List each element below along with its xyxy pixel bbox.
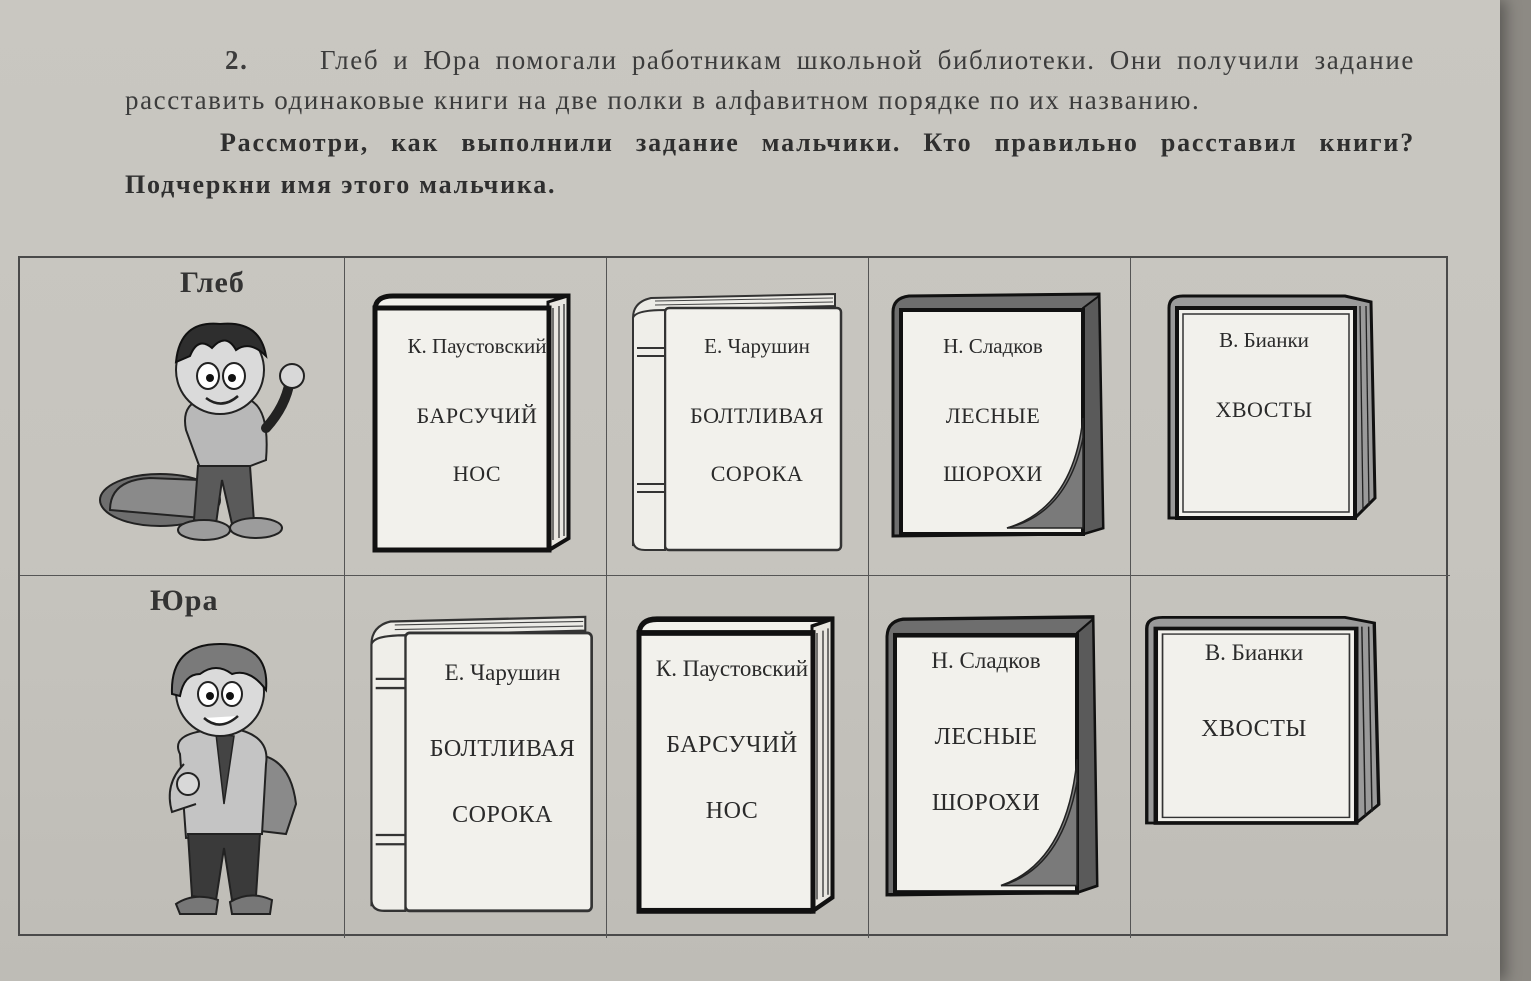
task-number: 2. xyxy=(225,45,249,75)
book-title-line1: БОЛТЛИВАЯ xyxy=(429,736,576,762)
book-author: В. Бианки xyxy=(1219,328,1309,352)
book-title-line1: ХВОСТЫ xyxy=(1215,397,1313,422)
book-title-line1: БОЛТЛИВАЯ xyxy=(690,403,824,428)
book: Н. Сладков ЛЕСНЫЕ ШОРОХИ xyxy=(887,288,1109,558)
book-title-line2: СОРОКА xyxy=(452,802,553,828)
book-title-line2: ШОРОХИ xyxy=(931,790,1041,816)
book: В. Бианки ХВОСТЫ xyxy=(1131,610,1381,860)
book-cell: Е. Чарушин БОЛТЛИВАЯ СОРОКА xyxy=(345,576,607,938)
book-cell: Н. Сладков ЛЕСНЫЕ ШОРОХИ xyxy=(869,576,1131,938)
book: К. Паустовский БАРСУЧИЙ НОС xyxy=(627,610,849,920)
book: Е. Чарушин БОЛТЛИВАЯ СОРОКА xyxy=(625,288,847,558)
person-cell-yura: Юра xyxy=(20,576,345,938)
book-cell: В. Бианки ХВОСТЫ xyxy=(1131,576,1450,938)
boy-yura-illustration xyxy=(100,634,320,924)
book-title-line1: ЛЕСНЫЕ xyxy=(945,403,1041,428)
book-author: Н. Сладков xyxy=(931,648,1041,673)
book-title-line1: ЛЕСНЫЕ xyxy=(934,724,1038,750)
task-intro-paragraph: 2.Глеб и Юра помогали работникам школьно… xyxy=(125,40,1415,120)
book-title-line2: СОРОКА xyxy=(710,461,804,486)
person-name-yura[interactable]: Юра xyxy=(150,584,219,617)
book-cell: Е. Чарушин БОЛТЛИВАЯ СОРОКА xyxy=(607,258,869,576)
book: К. Паустовский БАРСУЧИЙ НОС xyxy=(363,288,585,558)
book-cell: В. Бианки ХВОСТЫ xyxy=(1131,258,1450,576)
book-author: Е. Чарушин xyxy=(704,334,810,358)
book-title-line1: БАРСУЧИЙ xyxy=(416,403,538,428)
book-author: Н. Сладков xyxy=(943,334,1043,358)
book-cell: К. Паустовский БАРСУЧИЙ НОС xyxy=(345,258,607,576)
book-author: К. Паустовский xyxy=(655,656,809,681)
person-name-gleb[interactable]: Глеб xyxy=(180,266,245,299)
book-cell: Н. Сладков ЛЕСНЫЕ ШОРОХИ xyxy=(869,258,1131,576)
bookshelf-table: Глеб К. Паустовский БАРСУЧИЙ НОС Е. Чару… xyxy=(18,256,1450,938)
book-title-line2: НОС xyxy=(705,798,759,824)
book: В. Бианки ХВОСТЫ xyxy=(1155,288,1377,558)
boy-gleb-illustration xyxy=(90,310,310,550)
book-title-line2: ШОРОХИ xyxy=(943,461,1043,486)
book-title-line1: БАРСУЧИЙ xyxy=(666,732,798,758)
worksheet-page: 2.Глеб и Юра помогали работникам школьно… xyxy=(0,0,1500,981)
book-author: Е. Чарушин xyxy=(444,660,561,685)
person-cell-gleb: Глеб xyxy=(20,258,345,576)
book-title-line2: НОС xyxy=(452,461,502,486)
book-cell: К. Паустовский БАРСУЧИЙ НОС xyxy=(607,576,869,938)
task-intro: Глеб и Юра помогали работникам школьной … xyxy=(125,45,1415,115)
book-author: К. Паустовский xyxy=(407,334,547,358)
book: Н. Сладков ЛЕСНЫЕ ШОРОХИ xyxy=(881,610,1103,920)
book: Е. Чарушин БОЛТЛИВАЯ СОРОКА xyxy=(363,610,598,920)
book-title-line1: ХВОСТЫ xyxy=(1201,716,1307,742)
task-instruction: Рассмотри, как выполнили задание мальчик… xyxy=(125,128,1415,199)
task-text: 2.Глеб и Юра помогали работникам школьно… xyxy=(125,40,1415,206)
book-author: В. Бианки xyxy=(1204,640,1304,665)
